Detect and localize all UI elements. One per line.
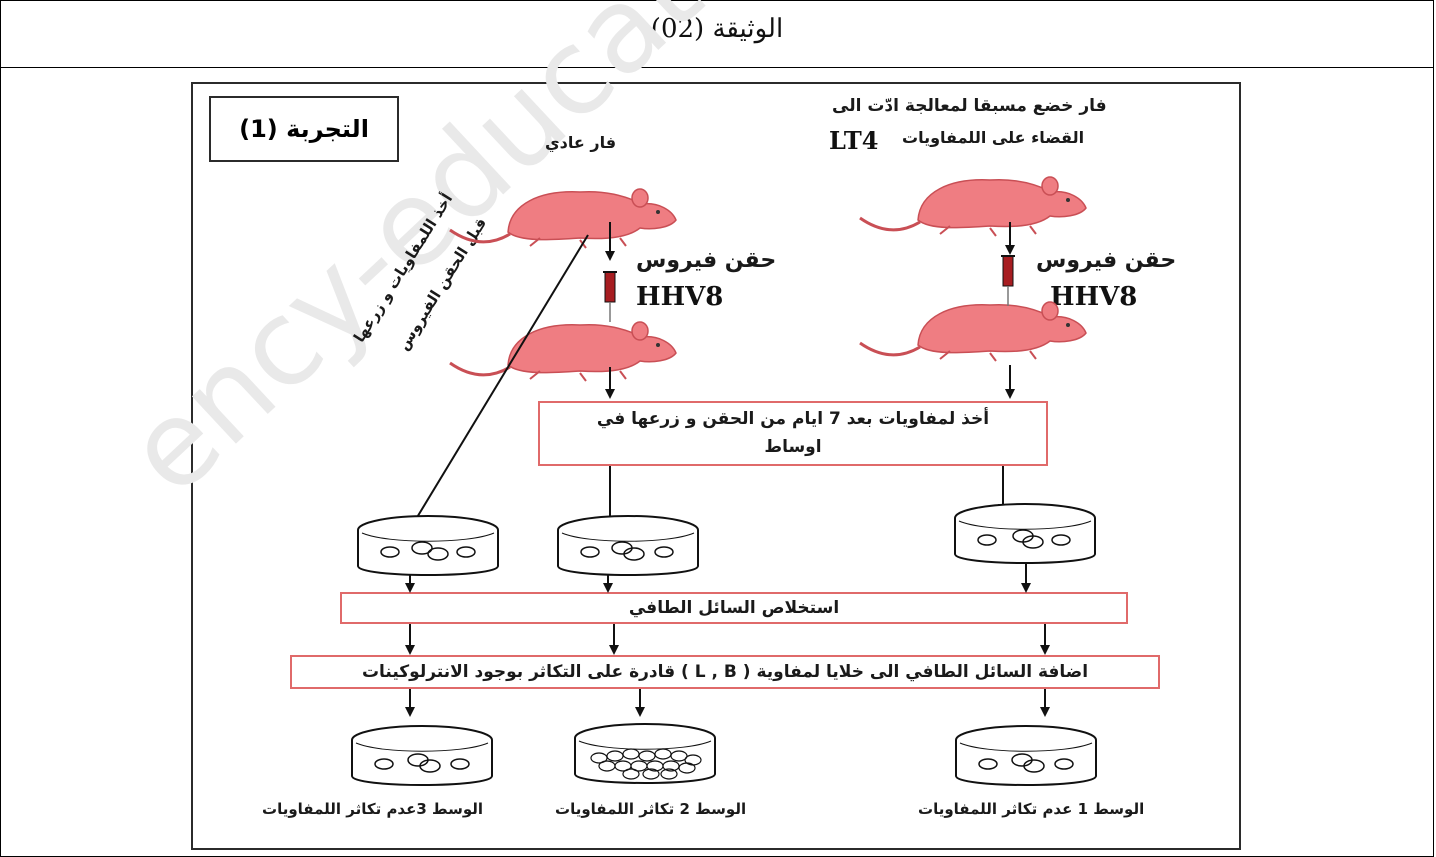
infected-mouse-left-icon [448,320,678,383]
treated-mouse-label-line1: فار خضع مسبقا لمعالجة ادّت الى [832,96,1107,116]
result-medium-1: الوسط 1 عدم تكاثر اللمفاويات [918,800,1145,818]
addition-box: اضافة السائل الطافي الى خلايا لمفاوية ( … [290,655,1160,689]
dish-top-left-icon [357,515,499,576]
supernatant-box: استخلاص السائل الطافي [340,592,1128,624]
lt4-label: LT4 [829,126,879,155]
dish-top-middle-icon [557,515,699,576]
experiment-panel [191,82,1241,850]
result-medium-3: الوسط 3عدم تكاثر اللمفاويات [262,800,483,818]
title-row: الوثيقة (02) [0,0,1434,68]
dish-medium-3-icon [351,725,493,786]
normal-mouse-label: فار عادي [545,133,617,152]
syringe-left-icon [602,271,618,323]
virus-label-left: HHV8 [636,282,724,312]
virus-label-right: HHV8 [1050,282,1138,312]
infected-mouse-right-icon [858,300,1088,363]
result-medium-2: الوسط 2 تكاثر اللمفاويات [555,800,747,818]
dish-top-right-icon [954,503,1096,564]
document-title: الوثيقة (02) [650,14,784,44]
normal-mouse-icon [448,187,678,250]
treated-mouse-label-line2: القضاء على اللمفاويات [902,128,1085,147]
dish-medium-2-icon [574,723,716,784]
culture-box: أخذ لمفاويات بعد 7 ايام من الحقن و زرعها… [538,401,1048,466]
arrows [405,222,1050,717]
syringe-right-icon [1000,255,1016,307]
injection-label-left: حقن فيروس [636,248,777,273]
treated-mouse-icon [858,175,1088,238]
experiment-label: التجربة (1) [209,96,399,162]
dish-medium-1-icon [955,725,1097,786]
injection-label-right: حقن فيروس [1036,248,1177,273]
